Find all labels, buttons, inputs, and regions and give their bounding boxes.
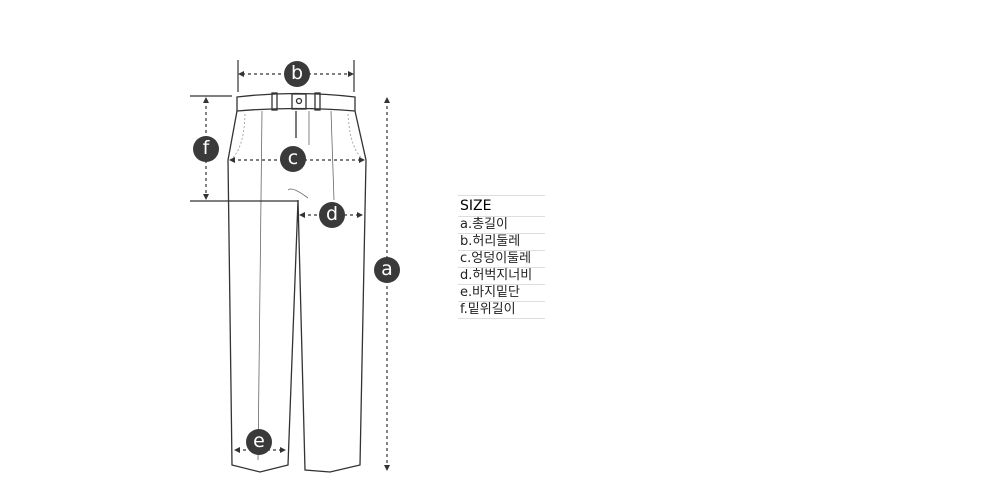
belt-loop-left	[271, 92, 278, 111]
svg-text:e: e	[253, 430, 265, 452]
arrowheads	[203, 71, 390, 471]
marker-e: e	[246, 429, 272, 455]
legend-title: SIZE	[458, 196, 545, 217]
size-legend: SIZE a.총길이 b.허리둘레 c.엉덩이둘레 d.허벅지너비 e.바지밑단…	[458, 195, 545, 319]
svg-text:b: b	[291, 62, 303, 84]
button-tab	[291, 93, 307, 110]
belt-loop-right	[314, 92, 321, 111]
svg-text:c: c	[288, 147, 298, 169]
button	[295, 97, 303, 105]
legend-item-a: a.총길이	[458, 217, 545, 234]
marker-f: f	[193, 136, 219, 162]
marker-d: d	[319, 202, 345, 228]
legend-item-e: e.바지밑단	[458, 285, 545, 302]
svg-text:d: d	[326, 203, 338, 225]
marker-b: b	[284, 61, 310, 87]
marker-c: c	[280, 146, 306, 172]
pants-body	[227, 110, 367, 473]
legend-item-d: d.허벅지너비	[458, 268, 545, 285]
svg-text:a: a	[381, 258, 393, 280]
svg-text:f: f	[203, 137, 211, 159]
crease-left	[257, 110, 263, 461]
crease-right	[330, 110, 335, 201]
legend-item-b: b.허리둘레	[458, 234, 545, 251]
legend-item-c: c.엉덩이둘레	[458, 251, 545, 268]
pants-outline	[227, 92, 367, 473]
marker-a: a	[374, 257, 400, 283]
legend-item-f: f.밑위길이	[458, 302, 545, 319]
